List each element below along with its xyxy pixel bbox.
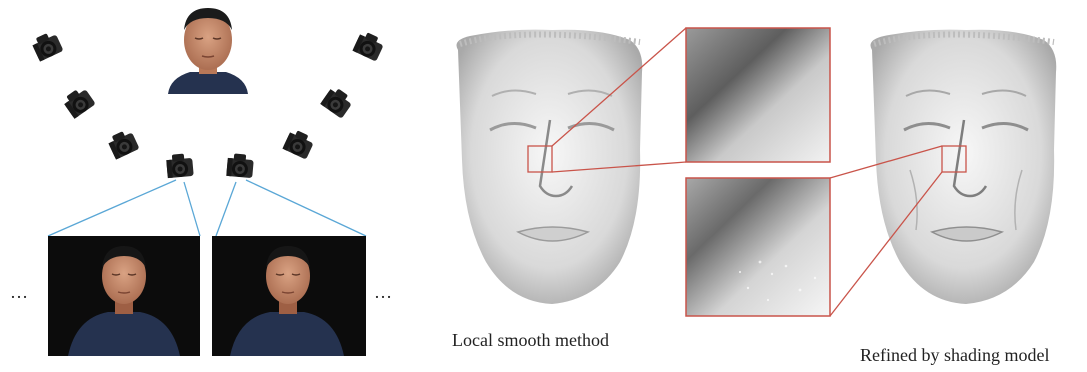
camera-icon xyxy=(106,128,139,160)
camera-icon xyxy=(282,128,315,160)
zoom-panel-top xyxy=(686,28,830,162)
camera-icon xyxy=(30,30,63,62)
camera-icon xyxy=(166,153,194,178)
camera-icon xyxy=(61,85,95,119)
zoom-panel-bottom xyxy=(686,178,830,316)
caption-local-smooth: Local smooth method xyxy=(452,330,609,351)
bottom-photo-right xyxy=(212,236,366,356)
camera-icon xyxy=(226,153,254,178)
camera-connector-lines xyxy=(48,180,366,236)
right-ellipsis: … xyxy=(374,282,392,303)
top-portrait xyxy=(168,4,248,94)
bottom-photo-left xyxy=(48,236,200,356)
camera-icon xyxy=(320,85,354,119)
caption-refined: Refined by shading model xyxy=(860,345,1049,366)
left-ellipsis: … xyxy=(10,282,28,303)
camera-icon xyxy=(352,30,385,62)
face-mesh-refined xyxy=(871,30,1057,304)
